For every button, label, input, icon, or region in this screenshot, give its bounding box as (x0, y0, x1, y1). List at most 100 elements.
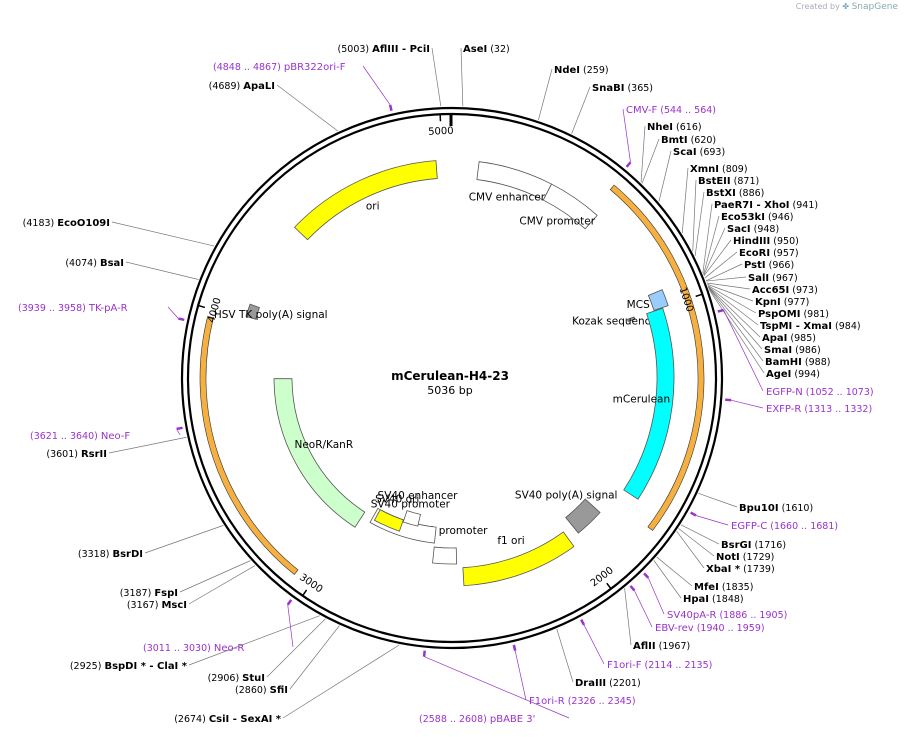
feature-cmv-promoter[interactable] (542, 183, 598, 230)
feature-ori[interactable] (293, 160, 438, 241)
primer-neo-f[interactable]: (3621 .. 3640) Neo-F (30, 431, 130, 442)
site-apali[interactable]: (4689) ApaLI (209, 81, 275, 92)
site-position: (365) (624, 83, 653, 94)
site-leader-bsrdi (144, 525, 224, 554)
site-apai[interactable]: ApaI (985) (762, 333, 816, 344)
site-ecoo109i[interactable]: (4183) EcoO109I (23, 218, 110, 229)
primer-ebv-rev[interactable]: EBV-rev (1940 .. 1959) (655, 623, 765, 634)
site-afliii[interactable]: (5003) AflIII - PciI (338, 44, 430, 55)
feature-mcerulean[interactable] (623, 307, 675, 500)
site-leader-msci (188, 565, 256, 605)
site-ndei[interactable]: NdeI (259) (554, 65, 609, 76)
feature-sv40-ori[interactable] (373, 509, 404, 532)
site-bsai[interactable]: (4074) BsaI (65, 258, 124, 269)
site-nhei[interactable]: NheI (616) (647, 122, 702, 133)
site-leader-bsrgi (680, 524, 720, 545)
feature-sv40-poly-a-signal[interactable] (565, 498, 601, 534)
site-separator: - (146, 661, 157, 672)
site-scai[interactable]: ScaI (693) (673, 147, 725, 158)
site-leader-bamhi (708, 287, 764, 362)
site-bmti[interactable]: BmtI (620) (661, 135, 716, 146)
site-bstxi[interactable]: BstXI (886) (706, 188, 764, 199)
site-position: (4183) (23, 218, 58, 229)
site-leader-aflii (624, 588, 632, 646)
primer-pbr322ori-f[interactable]: (4848 .. 4867) pBR322ori-F (213, 62, 346, 73)
primer-pbabe-3[interactable]: (2588 .. 2608) pBABE 3' (419, 714, 535, 725)
site-fspi[interactable]: (3187) FspI (120, 588, 178, 599)
feature-mcs[interactable] (647, 289, 669, 311)
primer-tk-pa-r[interactable]: (3939 .. 3958) TK-pA-R (18, 303, 128, 314)
site-bsrgi[interactable]: BsrGI (1716) (721, 540, 786, 551)
watermark-brand: SnapGene (851, 2, 898, 12)
site-kpni[interactable]: KpnI (977) (755, 297, 809, 308)
site-leader-sfii (289, 625, 340, 690)
site-position: (2906) (208, 673, 243, 684)
site-paer7i[interactable]: PaeR7I - XhoI (941) (714, 200, 818, 211)
site-tspmi[interactable]: TspMI - XmaI (984) (760, 321, 861, 332)
site-xbai[interactable]: XbaI * (1739) (706, 564, 775, 575)
feature-kozak-sequence[interactable] (626, 316, 636, 322)
primer-mark-neo-r (286, 599, 293, 606)
site-agei[interactable]: AgeI (994) (766, 369, 820, 380)
site-stui[interactable]: (2906) StuI (208, 673, 265, 684)
site-msci[interactable]: (3167) MscI (127, 600, 187, 611)
primer-cmv-f[interactable]: CMV-F (544 .. 564) (626, 105, 716, 116)
feature-ampr-promoter[interactable] (432, 546, 458, 565)
site-leader-xbai (676, 531, 705, 569)
site-bsrdi[interactable]: (3318) BsrDI (78, 549, 143, 560)
site-rsrii[interactable]: (3601) RsrII (46, 449, 107, 460)
site-leader-paer7i (702, 203, 713, 273)
site-position: (3601) (46, 449, 81, 460)
site-csii[interactable]: (2674) CsiI - SexAI * (174, 714, 282, 725)
site-noti[interactable]: NotI (1729) (716, 552, 774, 563)
feature-neor-kanr[interactable] (273, 378, 366, 528)
primer-egfp-n[interactable]: EGFP-N (1052 .. 1073) (766, 387, 874, 398)
site-bpu10i[interactable]: Bpu10I (1610) (739, 503, 813, 514)
feature-sv40-enhancer[interactable] (402, 510, 421, 527)
site-pspomi[interactable]: PspOMI (981) (758, 309, 829, 320)
primer-f1ori-r[interactable]: F1ori-R (2326 .. 2345) (529, 696, 636, 707)
site-mfei[interactable]: MfeI (1835) (694, 582, 753, 593)
site-bsteii[interactable]: BstEII (871) (698, 176, 759, 187)
primer-sv40pa-r[interactable]: SV40pA-R (1886 .. 1905) (667, 610, 787, 621)
site-smai[interactable]: SmaI (986) (764, 345, 821, 356)
site-snabi[interactable]: SnaBI (365) (592, 83, 653, 94)
site-acc65i[interactable]: Acc65I (973) (752, 285, 818, 296)
backbone-outer (180, 106, 724, 650)
feature-label-kozak-sequence: Kozak sequence (572, 316, 657, 328)
site-psti[interactable]: PstI (966) (744, 260, 794, 271)
site-position: (693) (697, 147, 726, 158)
site-position: (620) (688, 135, 717, 146)
site-leader-agei (708, 289, 765, 374)
site-xmni[interactable]: XmnI (809) (690, 164, 748, 175)
site-hpai[interactable]: HpaI (1848) (683, 594, 744, 605)
site-name: BsrDI (112, 549, 143, 560)
primer-neo-r[interactable]: (3011 .. 3030) Neo-R (143, 643, 244, 654)
site-draiii[interactable]: DraIII (2201) (575, 678, 641, 689)
site-leader-bstxi (694, 191, 705, 256)
site-leader-scai (658, 150, 672, 202)
site-saci[interactable]: SacI (948) (727, 224, 779, 235)
feature-f1-ori[interactable] (462, 531, 575, 587)
site-name-2: XhoI (764, 200, 789, 211)
primer-f1ori-f[interactable]: F1ori-F (2114 .. 2135) (607, 660, 712, 671)
site-leader-afliii (431, 47, 442, 107)
site-leader-saci (703, 227, 726, 276)
site-sali[interactable]: SalI (967) (748, 273, 798, 284)
site-bspdi[interactable]: (2925) BspDI * - ClaI * (70, 661, 188, 672)
site-sfii[interactable]: (2860) SfiI (235, 685, 288, 696)
site-name: Acc65I (752, 285, 789, 296)
primer-egfp-c[interactable]: EGFP-C (1660 .. 1681) (731, 521, 838, 532)
feature-label-sv40-promoter: SV40 promoter (371, 498, 451, 510)
site-bamhi[interactable]: BamHI (988) (765, 357, 830, 368)
feature-hsv-tk-poly-a-signal[interactable] (245, 303, 260, 320)
site-aflii[interactable]: AflII (1967) (633, 641, 690, 652)
site-eco53ki[interactable]: Eco53kI (946) (721, 212, 794, 223)
primer-leader-f1ori-f (583, 624, 605, 665)
primer-name: pBR322ori-F (284, 62, 346, 73)
site-ecori[interactable]: EcoRI (957) (739, 248, 799, 259)
site-hindiii[interactable]: HindIII (950) (733, 236, 799, 247)
site-position: (988) (802, 357, 831, 368)
site-asei[interactable]: AseI (32) (463, 44, 510, 55)
primer-exfp-r[interactable]: EXFP-R (1313 .. 1332) (766, 404, 872, 415)
